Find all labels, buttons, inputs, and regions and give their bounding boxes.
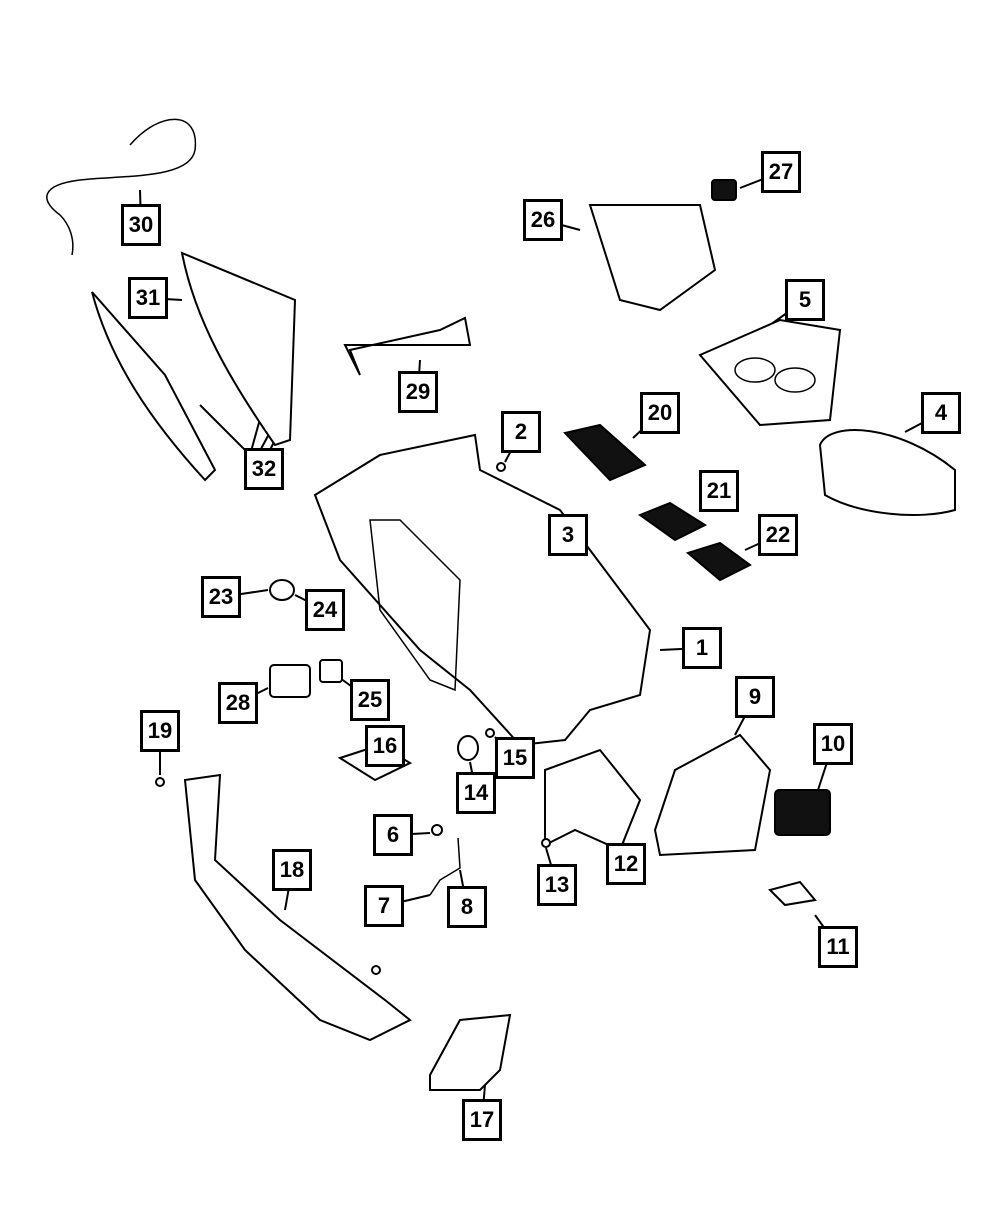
callout-19: 19 (140, 710, 180, 752)
mat-22-part (685, 541, 752, 582)
screw-part (155, 777, 165, 787)
callout-8: 8 (447, 886, 487, 928)
callout-30: 30 (121, 204, 161, 246)
screw-part (485, 728, 495, 738)
rear-duct-part (429, 1013, 512, 1091)
bracket-part (544, 748, 642, 852)
armrest-part (818, 429, 956, 516)
callout-2: 2 (501, 411, 541, 453)
side-panel-left-part (91, 291, 217, 482)
callout-22: 22 (758, 514, 798, 556)
callout-28: 28 (218, 682, 258, 724)
cup-hole-part (774, 367, 816, 393)
callout-13: 13 (537, 864, 577, 906)
callout-14: 14 (456, 772, 496, 814)
callout-32: 32 (244, 448, 284, 490)
callout-31: 31 (128, 277, 168, 319)
callout-4: 4 (921, 392, 961, 434)
cap-14-part (457, 735, 479, 761)
air-duct-part (183, 773, 412, 1042)
callout-29: 29 (398, 371, 438, 413)
mat-21-part (637, 501, 708, 542)
vent-10-part (774, 789, 831, 836)
wiring-harness-part (46, 118, 197, 256)
callout-5: 5 (785, 279, 825, 321)
callout-24: 24 (305, 589, 345, 631)
screw-part (431, 824, 443, 836)
cupholder-part (698, 318, 842, 427)
callout-9: 9 (735, 676, 775, 718)
screw-part (541, 838, 551, 848)
screw-part (371, 965, 381, 975)
switch-part (711, 179, 737, 201)
callout-23: 23 (201, 576, 241, 618)
callout-26: 26 (523, 199, 563, 241)
tray-11-part (768, 880, 817, 907)
console-opening-part (369, 519, 461, 692)
callout-1: 1 (682, 627, 722, 669)
callout-16: 16 (365, 725, 405, 767)
callout-18: 18 (272, 849, 312, 891)
callout-11: 11 (818, 926, 858, 968)
callout-21: 21 (699, 470, 739, 512)
usb-module-part (269, 664, 311, 698)
outlet-part (269, 579, 295, 601)
sensor-part (429, 837, 461, 896)
mat-20-part (563, 423, 647, 482)
callout-27: 27 (761, 151, 801, 193)
console-body-part (313, 433, 652, 747)
callout-7: 7 (364, 885, 404, 927)
callout-17: 17 (462, 1099, 502, 1141)
callout-10: 10 (813, 723, 853, 765)
callout-12: 12 (606, 843, 646, 885)
control-panel-part (588, 204, 717, 312)
usb-port-part (319, 659, 343, 683)
callout-20: 20 (640, 392, 680, 434)
side-panel-part (180, 251, 297, 447)
callout-6: 6 (373, 814, 413, 856)
bezel-29-part (343, 316, 472, 376)
cup-hole-part (734, 357, 776, 383)
callout-15: 15 (495, 737, 535, 779)
rear-bezel-part (653, 733, 772, 857)
callout-3: 3 (548, 514, 588, 556)
callout-25: 25 (350, 679, 390, 721)
screw-part (496, 462, 506, 472)
